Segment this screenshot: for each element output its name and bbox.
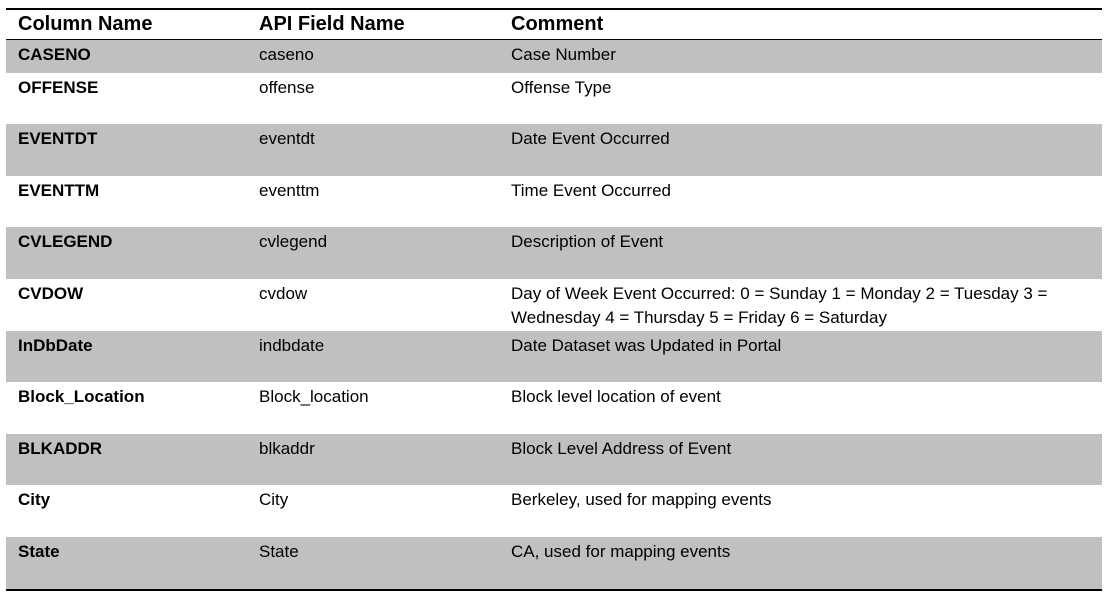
bottom-rule <box>6 589 1102 591</box>
cell-column-name: State <box>18 542 60 561</box>
table-row: EVENTDT eventdt Date Event Occurred <box>6 124 1102 176</box>
cell-column-name: EVENTTM <box>18 181 100 200</box>
cell-column-name: BLKADDR <box>18 439 103 458</box>
cell-api-field-name: State <box>259 542 299 561</box>
table-row: City City Berkeley, used for mapping event… <box>6 485 1102 537</box>
cell-api-field-name: offense <box>259 78 315 97</box>
cell-column-name: InDbDate <box>18 336 93 355</box>
cell-api-field-name: cvlegend <box>259 232 328 251</box>
cell-column-name: City <box>18 490 51 509</box>
cell-comment: CA, used for mapping events <box>511 542 731 561</box>
table-row: OFFENSE offense Offense Type <box>6 73 1102 124</box>
table-row: InDbDate indbdate Date Dataset was Updated… <box>6 331 1102 382</box>
cell-api-field-name: blkaddr <box>259 439 315 458</box>
field-table: Column Name API Field Name Comment CASEN… <box>6 8 1102 591</box>
cell-comment: Date Event Occurred <box>511 129 670 148</box>
header-api-field-name: API Field Name <box>259 13 405 35</box>
table-row: Block_Location Block_location Block level … <box>6 382 1102 434</box>
table-row: CVLEGEND cvlegend Description of Event <box>6 227 1102 279</box>
cell-api-field-name: City <box>259 490 289 509</box>
table-row: BLKADDR blkaddr Block Level Address of Eve… <box>6 434 1102 485</box>
cell-comment: Date Dataset was Updated in Portal <box>511 336 782 355</box>
cell-column-name: Block_Location <box>18 387 145 406</box>
cell-comment: Offense Type <box>511 78 612 97</box>
cell-api-field-name: caseno <box>259 45 314 64</box>
cell-column-name: EVENTDT <box>18 129 98 148</box>
cell-api-field-name: cvdow <box>259 284 308 303</box>
header-column-name: Column Name <box>18 13 153 35</box>
table-row: EVENTTM eventtm Time Event Occurred <box>6 176 1102 227</box>
cell-column-name: CASENO <box>18 45 91 64</box>
cell-column-name: OFFENSE <box>18 78 99 97</box>
top-rule <box>6 8 1102 10</box>
header-comment: Comment <box>511 13 604 35</box>
table-row: CVDOW cvdow Day of Week Event Occurred: 0 … <box>6 279 1102 331</box>
table-header: Column Name API Field Name Comment <box>6 10 1102 40</box>
cell-column-name: CVLEGEND <box>18 232 113 251</box>
cell-comment: Description of Event <box>511 232 664 251</box>
cell-api-field-name: eventtm <box>259 181 320 200</box>
table-row: CASENO caseno Case Number <box>6 40 1102 73</box>
cell-column-name: CVDOW <box>18 284 84 303</box>
table-row: State State CA, used for mapping events <box>6 537 1102 589</box>
cell-comment: Berkeley, used for mapping events <box>511 490 772 509</box>
cell-comment: Time Event Occurred <box>511 181 671 200</box>
cell-api-field-name: eventdt <box>259 129 315 148</box>
cell-api-field-name: Block_location <box>259 387 369 406</box>
cell-api-field-name: indbdate <box>259 336 325 355</box>
cell-comment: Block Level Address of Event <box>511 439 732 458</box>
cell-comment: Case Number <box>511 45 616 64</box>
cell-comment: Day of Week Event Occurred: 0 = Sunday 1… <box>511 284 1048 327</box>
cell-comment: Block level location of event <box>511 387 721 406</box>
